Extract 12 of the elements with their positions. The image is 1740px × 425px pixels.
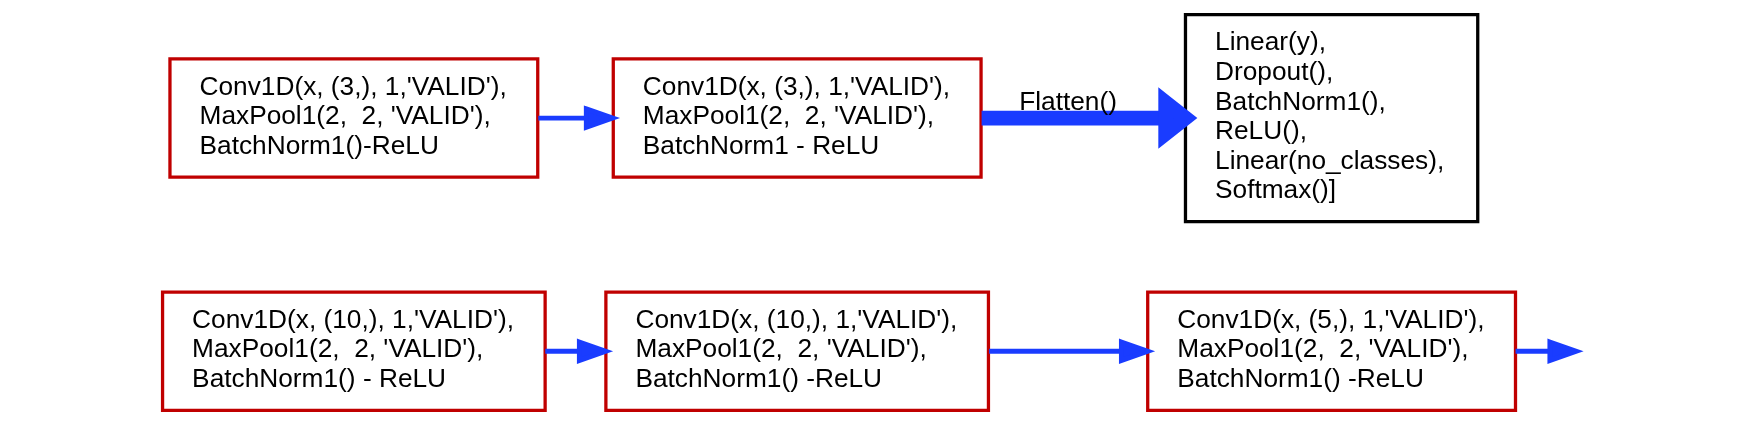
- node-box: Conv1D(x, (10,), 1,'VALID'), MaxPool1(2, 2, 'VALID'), BatchNorm1() -ReLU: [604, 290, 991, 412]
- node-box: Conv1D(x, (3,), 1,'VALID'), MaxPool1(2, 2, 'VALID'), BatchNorm1()-ReLU: [168, 57, 540, 179]
- arrow: [989, 338, 1156, 364]
- edge-label: Flatten(): [1019, 85, 1117, 116]
- node-box: Linear(y), Dropout(), BatchNorm1(), ReLU(), Linear(no_classes), Softmax()]: [1183, 13, 1480, 224]
- node-box: Conv1D(x, (10,), 1,'VALID'), MaxPool1(2, 2, 'VALID'), BatchNorm1() - ReLU: [160, 290, 547, 412]
- arrow: [538, 105, 621, 131]
- arrow: [981, 87, 1198, 149]
- node-box: Conv1D(x, (3,), 1,'VALID'), MaxPool1(2, 2, 'VALID'), BatchNorm1 - ReLU: [611, 57, 983, 179]
- arrow: [1515, 338, 1584, 364]
- node-box: Conv1D(x, (5,), 1,'VALID'), MaxPool1(2, 2, 'VALID'), BatchNorm1() -ReLU: [1146, 290, 1518, 412]
- arrow: [545, 338, 614, 364]
